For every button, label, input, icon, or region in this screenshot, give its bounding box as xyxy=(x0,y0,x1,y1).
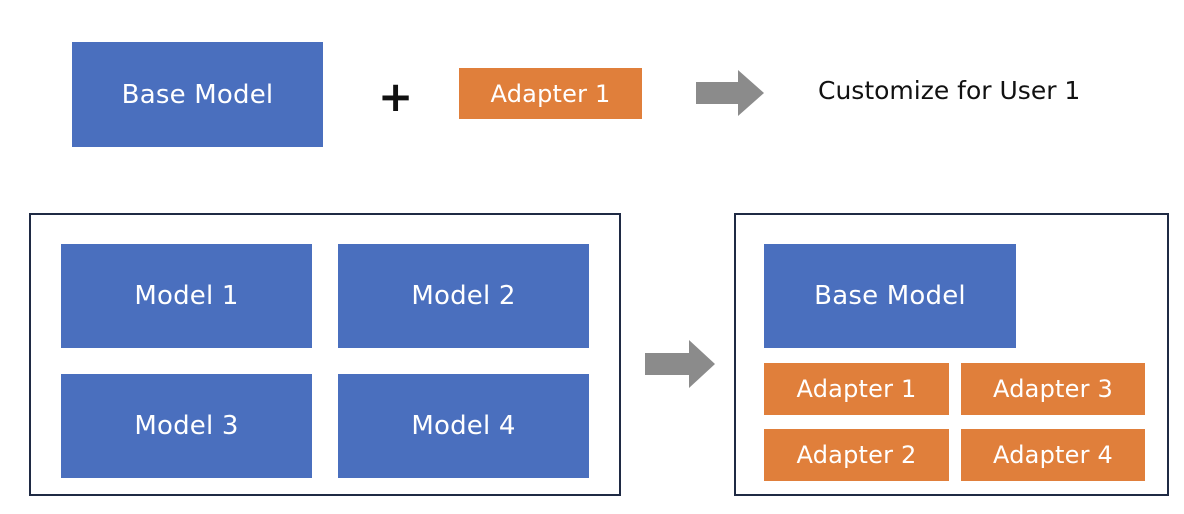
model-4-box: Model 4 xyxy=(338,374,589,478)
customize-label: Customize for User 1 xyxy=(818,75,1081,105)
adapter-4-box: Adapter 4 xyxy=(961,429,1145,481)
model-2-box: Model 2 xyxy=(338,244,589,348)
base-model-box: Base Model xyxy=(72,42,323,147)
model-1-label: Model 1 xyxy=(134,281,239,311)
base-model-label-2: Base Model xyxy=(814,281,966,311)
adapter-1-label: Adapter 1 xyxy=(796,375,917,403)
adapter-3-box: Adapter 3 xyxy=(961,363,1145,415)
customize-text: Customize for User 1 xyxy=(818,70,1080,110)
adapter-3-label: Adapter 3 xyxy=(993,375,1113,403)
right-arrow-icon xyxy=(645,340,715,388)
models-frame: Model 1 Model 2 Model 3 Model 4 xyxy=(29,213,621,496)
base-model-box-2: Base Model xyxy=(764,244,1016,348)
model-4-label: Model 4 xyxy=(411,411,516,441)
adapters-frame: Base Model Adapter 1 Adapter 2 Adapter 3… xyxy=(734,213,1169,496)
adapter-2-box: Adapter 2 xyxy=(764,429,949,481)
model-3-label: Model 3 xyxy=(134,411,239,441)
model-3-box: Model 3 xyxy=(61,374,312,478)
adapter-label: Adapter 1 xyxy=(490,79,611,108)
adapter-4-label: Adapter 4 xyxy=(993,441,1113,469)
model-1-box: Model 1 xyxy=(61,244,312,348)
adapter-box: Adapter 1 xyxy=(459,68,642,119)
right-arrow-icon xyxy=(696,70,764,116)
plus-sign: + xyxy=(378,72,414,121)
base-model-label: Base Model xyxy=(121,79,274,110)
adapter-1-box: Adapter 1 xyxy=(764,363,949,415)
model-2-label: Model 2 xyxy=(411,281,516,311)
adapter-2-label: Adapter 2 xyxy=(796,441,917,469)
